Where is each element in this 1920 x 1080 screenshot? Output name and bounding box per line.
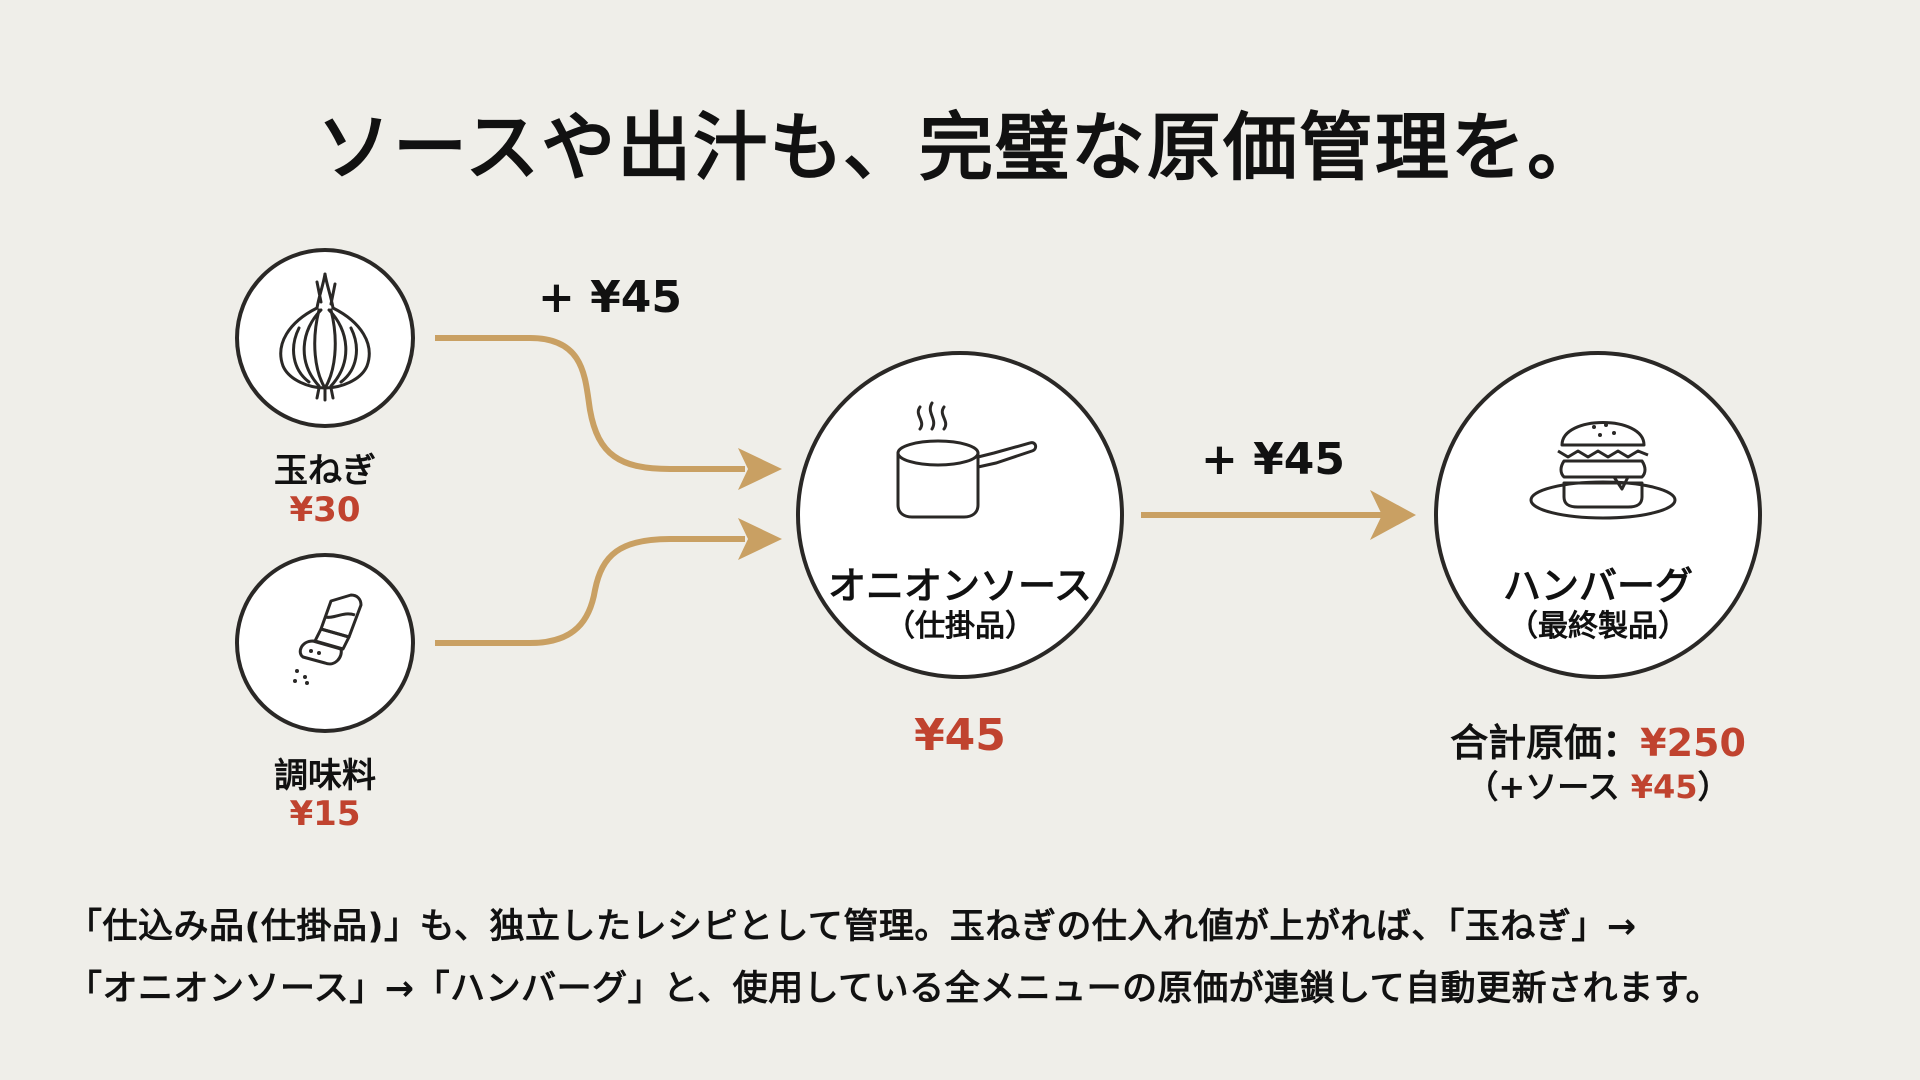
ingredient-price-seasoning: ¥15	[289, 794, 361, 834]
total-cost: 合計原価：¥250	[1450, 712, 1746, 767]
sauce-name: オニオンソース	[827, 564, 1093, 608]
arrow-label-ingredients: + ¥45	[537, 272, 683, 323]
ingredient-name-onion: 玉ねぎ	[274, 451, 376, 491]
onion-node	[235, 248, 415, 428]
ingredient-price-onion: ¥30	[289, 490, 361, 530]
sauce-node: オニオンソース （仕掛品）	[796, 351, 1124, 679]
sauce-cost-note: （+ソース ¥45）	[1466, 762, 1729, 808]
arrow-label-sauce: + ¥45	[1200, 434, 1346, 485]
saucepan-icon	[896, 401, 1038, 519]
sauce-subtitle: （仕掛品）	[885, 609, 1035, 644]
note-suffix: ）	[1697, 768, 1730, 806]
hamburger-node: ハンバーグ （最終製品）	[1434, 351, 1762, 679]
ingredient-name-seasoning: 調味料	[274, 756, 376, 796]
arrow-onion-to-sauce	[435, 335, 745, 472]
salt-shaker-icon	[293, 593, 363, 685]
page-title: ソースや出汁も、完璧な原価管理を。	[316, 105, 1604, 191]
arrowhead-icon	[1370, 490, 1416, 540]
hamburger-subtitle: （最終製品）	[1508, 609, 1688, 644]
note-prefix: （+ソース	[1466, 768, 1631, 806]
seasoning-node	[235, 553, 415, 733]
description-line-1: 「仕込み品(仕掛品)」も、独立したレシピとして管理。玉ねぎの仕入れ値が上がれば、…	[67, 907, 1637, 947]
arrowhead-icon	[738, 448, 782, 490]
total-cost-label: 合計原価：	[1450, 721, 1641, 765]
arrowhead-icon	[738, 518, 782, 560]
total-cost-value: ¥250	[1640, 721, 1746, 765]
onion-icon	[279, 272, 371, 402]
arrow-seasoning-to-sauce	[435, 536, 745, 646]
description-line-2: 「オニオンソース」→「ハンバーグ」と、使用している全メニューの原価が連鎖して自動…	[67, 969, 1722, 1009]
note-price: ¥45	[1630, 768, 1698, 806]
hamburger-name: ハンバーグ	[1502, 564, 1694, 608]
sauce-price: ¥45	[914, 710, 1006, 761]
hamburger-icon	[1529, 421, 1677, 520]
